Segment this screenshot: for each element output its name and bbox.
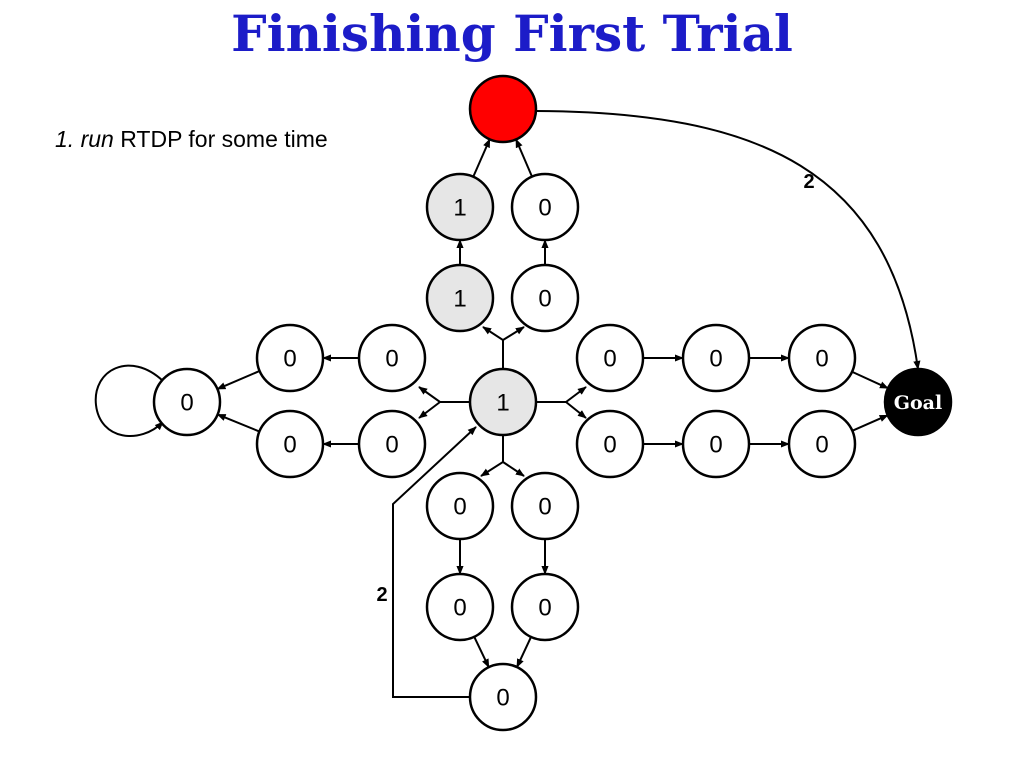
edge-fork-left — [418, 386, 470, 403]
node-circle — [681, 409, 751, 479]
node-circle — [510, 172, 580, 242]
node-circle — [152, 367, 222, 437]
edge-fork-down — [480, 435, 504, 477]
state-node: 0 — [510, 471, 580, 541]
graph-edges — [94, 110, 921, 698]
node-value: 0 — [538, 595, 551, 622]
node-circle — [468, 367, 538, 437]
node-value: 0 — [385, 346, 398, 373]
node-value: 1 — [453, 286, 466, 313]
node-circle — [787, 409, 857, 479]
state-node: 0 — [510, 172, 580, 242]
state-node: 0 — [510, 263, 580, 333]
step-description: RTDP for some time — [120, 126, 328, 152]
state-node: 0 — [681, 323, 751, 393]
step-verb: run — [80, 126, 114, 152]
state-node: 0 — [468, 662, 538, 732]
node-value: 0 — [538, 195, 551, 222]
node-value: 0 — [538, 286, 551, 313]
state-node: 1 — [425, 263, 495, 333]
node-circle — [575, 409, 645, 479]
edge-arrow — [851, 370, 889, 390]
edge-arrow — [216, 370, 261, 390]
goal-node: Goal — [883, 367, 953, 437]
edge-fork-up — [482, 326, 504, 369]
node-value: 0 — [538, 494, 551, 521]
node-circle — [681, 323, 751, 393]
edge-fork-right — [536, 386, 587, 403]
state-node: 0 — [255, 409, 325, 479]
edge-fork-left — [418, 401, 441, 419]
node-circle — [575, 323, 645, 393]
node-value: 0 — [603, 432, 616, 459]
node-value: 0 — [496, 685, 509, 712]
state-node: 0 — [425, 471, 495, 541]
node-circle — [510, 471, 580, 541]
node-circle — [255, 409, 325, 479]
node-value: 1 — [496, 390, 509, 417]
node-value: 0 — [815, 432, 828, 459]
node-value: 0 — [283, 346, 296, 373]
edge-labels: 22 — [376, 171, 814, 606]
state-node: 0 — [152, 367, 222, 437]
state-node: 0 — [787, 409, 857, 479]
step-text: 1. run RTDP for some time — [55, 126, 328, 153]
node-circle — [468, 662, 538, 732]
step-number: 1. — [55, 126, 75, 152]
node-value: 0 — [180, 390, 193, 417]
node-value: 0 — [453, 595, 466, 622]
node-circle — [883, 367, 953, 437]
state-node: 0 — [575, 409, 645, 479]
node-circle — [425, 172, 495, 242]
state-node: 0 — [510, 572, 580, 642]
edge-arrow — [515, 138, 533, 178]
node-value: 0 — [709, 346, 722, 373]
edge-cost-label: 2 — [803, 171, 814, 193]
node-circle — [357, 409, 427, 479]
node-circle — [425, 471, 495, 541]
edge-arrow — [516, 636, 532, 668]
node-circle — [425, 572, 495, 642]
node-circle — [425, 263, 495, 333]
state-node: 0 — [357, 323, 427, 393]
node-value: Goal — [894, 392, 942, 414]
state-node: 0 — [575, 323, 645, 393]
node-value: 0 — [603, 346, 616, 373]
edge-arrow — [473, 636, 490, 669]
edge-arrow — [472, 138, 491, 178]
state-node: 0 — [255, 323, 325, 393]
edge-arrow — [216, 413, 260, 433]
edge-arrow — [851, 414, 889, 432]
state-node: 0 — [357, 409, 427, 479]
node-value: 0 — [709, 432, 722, 459]
state-node: 0 — [681, 409, 751, 479]
node-value: 0 — [453, 494, 466, 521]
state-node: 0 — [787, 323, 857, 393]
node-circle — [510, 572, 580, 642]
node-value: 1 — [453, 195, 466, 222]
node-value: 0 — [283, 432, 296, 459]
state-node: 1 — [468, 367, 538, 437]
slide-title: Finishing First Trial — [231, 4, 793, 63]
edge-fork-down — [502, 461, 525, 477]
state-node: 1 — [425, 172, 495, 242]
node-circle — [510, 263, 580, 333]
start-node — [468, 74, 538, 144]
node-circle — [787, 323, 857, 393]
edge-fork-up — [502, 326, 525, 341]
node-value: 0 — [815, 346, 828, 373]
edge-start-to-goal — [535, 110, 921, 370]
node-circle — [255, 323, 325, 393]
edge-cost-label: 2 — [376, 584, 387, 606]
edge-fork-right — [565, 401, 587, 419]
node-value: 0 — [385, 432, 398, 459]
edge-bottom-to-center — [392, 426, 477, 698]
node-circle — [357, 323, 427, 393]
state-node: 0 — [425, 572, 495, 642]
node-circle — [468, 74, 538, 144]
edge-self-loop — [94, 364, 164, 437]
